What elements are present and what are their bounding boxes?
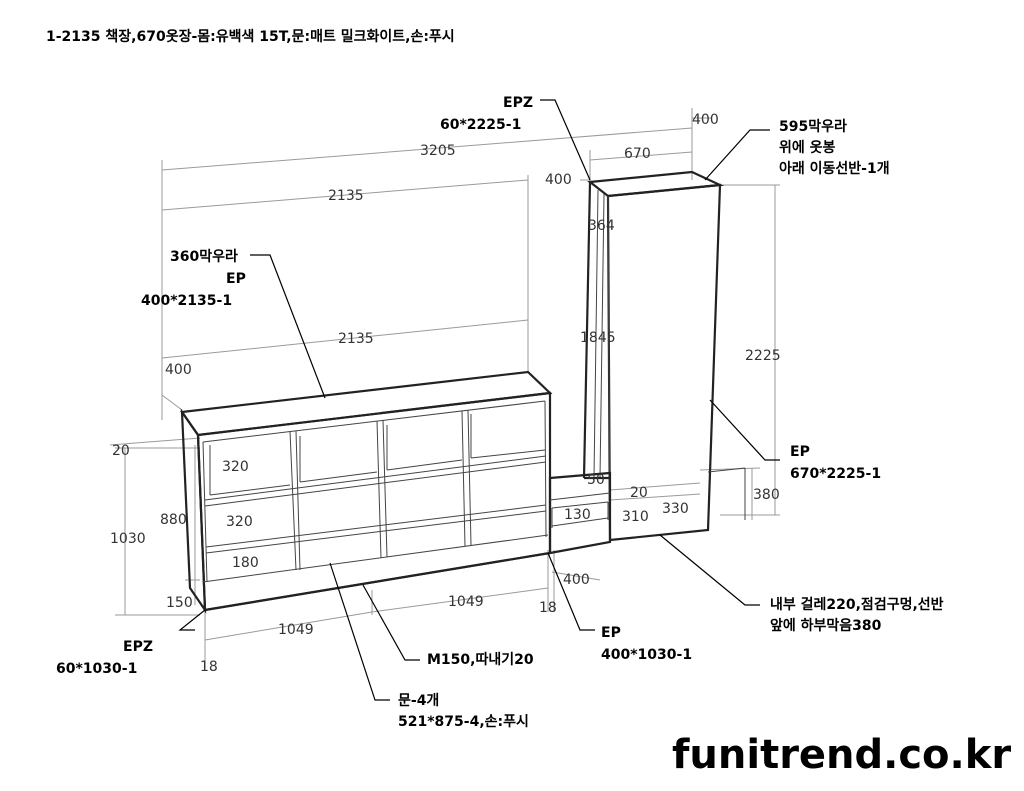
wardrobe	[582, 170, 746, 542]
note-m150: M150,따내기20	[427, 652, 534, 668]
dim-1049-b: 1049	[448, 594, 484, 610]
dimension-lines	[109, 108, 780, 668]
dimension-labels: 3205 2135 2135 400 400 670 400 364 1845 …	[110, 112, 781, 675]
note-door-2: 521*875-4,손:푸시	[398, 714, 529, 730]
dim-130: 130	[564, 507, 591, 523]
dim-880: 880	[160, 512, 187, 528]
dim-1030: 1030	[110, 531, 146, 547]
note-360-1: 360막우라	[170, 248, 238, 265]
dim-364: 364	[588, 218, 615, 234]
note-ep670-2: 670*2225-1	[790, 466, 881, 482]
note-595-1: 595막우라	[779, 118, 847, 135]
note-inner-2: 앞에 하부막음380	[770, 617, 882, 634]
dim-180: 180	[232, 555, 259, 571]
leader-lines	[178, 99, 780, 701]
note-595-3: 아래 이동선반-1개	[779, 160, 890, 177]
note-door-1: 문-4개	[398, 693, 439, 709]
dim-670: 670	[624, 146, 651, 162]
dim-18-b: 18	[539, 600, 557, 616]
dim-3205: 3205	[420, 143, 456, 159]
dim-320-a: 320	[222, 459, 249, 475]
dim-150: 150	[166, 595, 193, 611]
dim-1049-a: 1049	[278, 622, 314, 638]
bookshelf	[180, 370, 553, 614]
note-epz-bot-1: EPZ	[123, 639, 153, 655]
bookshelf-front	[196, 391, 552, 612]
note-epz-bot-2: 60*1030-1	[56, 661, 137, 677]
note-ep400-2: 400*1030-1	[601, 647, 692, 663]
page-title: 1-2135 책장,670옷장-몸:유백색 15T,문:매트 밀크화이트,손:푸…	[46, 28, 455, 45]
dim-330: 330	[662, 501, 689, 517]
note-ep670-1: EP	[790, 444, 810, 460]
dim-50: 50	[587, 472, 605, 488]
callout-notes: EPZ 60*2225-1 595막우라 위에 옷봉 아래 이동선반-1개 36…	[56, 95, 944, 730]
dim-310: 310	[622, 509, 649, 525]
note-360-2: EP	[226, 271, 246, 287]
dim-1845: 1845	[580, 330, 616, 346]
note-inner-1: 내부 걸레220,점검구멍,선반	[770, 596, 944, 613]
dim-380: 380	[753, 487, 780, 503]
dim-400-tall: 400	[692, 112, 719, 128]
dim-2135-mid: 2135	[338, 331, 374, 347]
dim-2135-top: 2135	[328, 188, 364, 204]
connector-front	[548, 471, 612, 555]
dim-2225: 2225	[745, 348, 781, 364]
wardrobe-front	[606, 183, 722, 542]
dim-400-bottom: 400	[563, 572, 590, 588]
note-ep400-1: EP	[601, 625, 621, 641]
dim-400-top: 400	[545, 172, 572, 188]
note-360-3: 400*2135-1	[141, 293, 232, 309]
dim-320-b: 320	[226, 514, 253, 530]
dim-20-right: 20	[630, 485, 648, 501]
bookshelf-top-face	[180, 370, 553, 437]
note-epz-top-1: EPZ	[503, 95, 533, 111]
dim-20-left: 20	[112, 443, 130, 459]
dim-18-a: 18	[200, 659, 218, 675]
dim-400-left: 400	[165, 362, 192, 378]
note-595-2: 위에 옷봉	[779, 140, 836, 156]
lower-connector	[548, 471, 612, 555]
note-epz-top-2: 60*2225-1	[440, 117, 521, 133]
brand-watermark: funitrend.co.kr	[672, 732, 1011, 778]
